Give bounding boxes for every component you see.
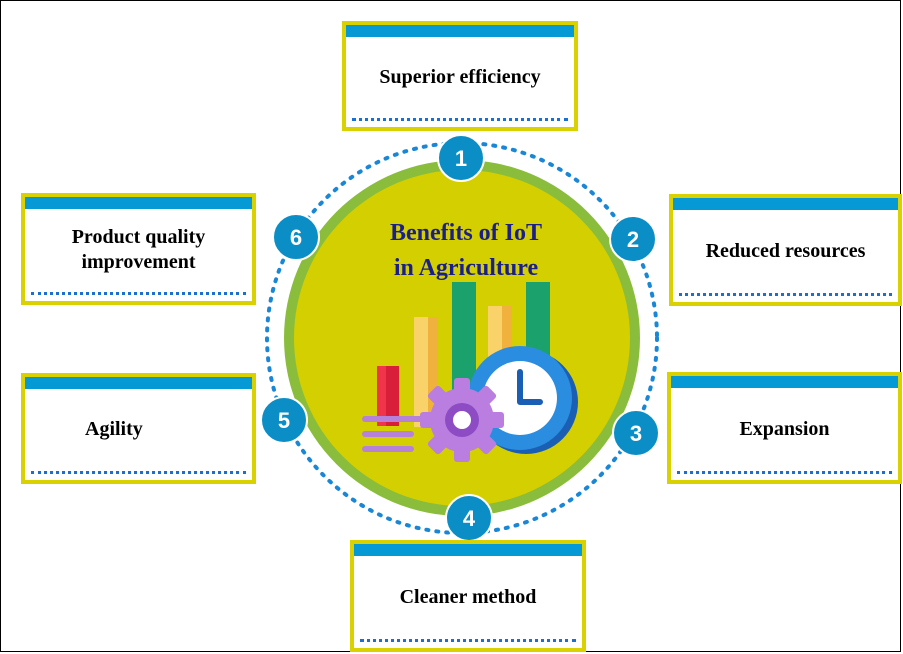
- list-lines-icon: [362, 416, 432, 452]
- badge-1-number: 1: [455, 146, 467, 171]
- badge-4: 4: [445, 494, 493, 542]
- badge-3: 3: [612, 409, 660, 457]
- badge-5: 5: [260, 396, 308, 444]
- benefit-label-6: Product quality improvement: [71, 226, 206, 273]
- badge-2-number: 2: [627, 227, 639, 252]
- gear-icon: [420, 378, 504, 462]
- benefit-label-2: Reduced resources: [705, 239, 866, 262]
- card-header-bar: [673, 198, 898, 210]
- benefit-label-1: Superior efficiency: [379, 65, 541, 88]
- badge-2: 2: [609, 215, 657, 263]
- benefit-card-2: Reduced resources: [669, 194, 902, 306]
- center-title-line1: Benefits of IoT: [390, 220, 542, 246]
- badge-6-number: 6: [290, 225, 302, 250]
- benefit-label-5: Agility: [85, 418, 143, 440]
- center-title-line2: in Agriculture: [394, 255, 539, 281]
- benefit-card-5: Agility: [21, 373, 256, 484]
- badge-4-number: 4: [463, 506, 476, 531]
- benefit-card-4: Cleaner method: [350, 540, 586, 652]
- badge-5-number: 5: [278, 408, 290, 433]
- benefit-card-1: Superior efficiency: [342, 21, 578, 131]
- card-header-bar: [346, 25, 574, 37]
- card-dotted-line: [360, 639, 576, 642]
- badge-1: 1: [437, 134, 485, 182]
- card-dotted-line: [677, 471, 892, 474]
- benefit-card-6: Product quality improvement: [21, 193, 256, 305]
- benefit-card-3: Expansion: [667, 372, 902, 484]
- badge-6: 6: [272, 213, 320, 261]
- card-dotted-line: [31, 471, 246, 474]
- card-dotted-line: [352, 118, 568, 121]
- benefit-label-3: Expansion: [739, 417, 830, 440]
- card-dotted-line: [679, 293, 892, 296]
- card-dotted-line: [31, 292, 246, 295]
- card-header-bar: [354, 544, 582, 556]
- badge-3-number: 3: [630, 421, 642, 446]
- card-header-bar: [25, 377, 252, 389]
- card-header-bar: [671, 376, 898, 388]
- benefit-label-4: Cleaner method: [399, 585, 537, 608]
- card-header-bar: [25, 197, 252, 209]
